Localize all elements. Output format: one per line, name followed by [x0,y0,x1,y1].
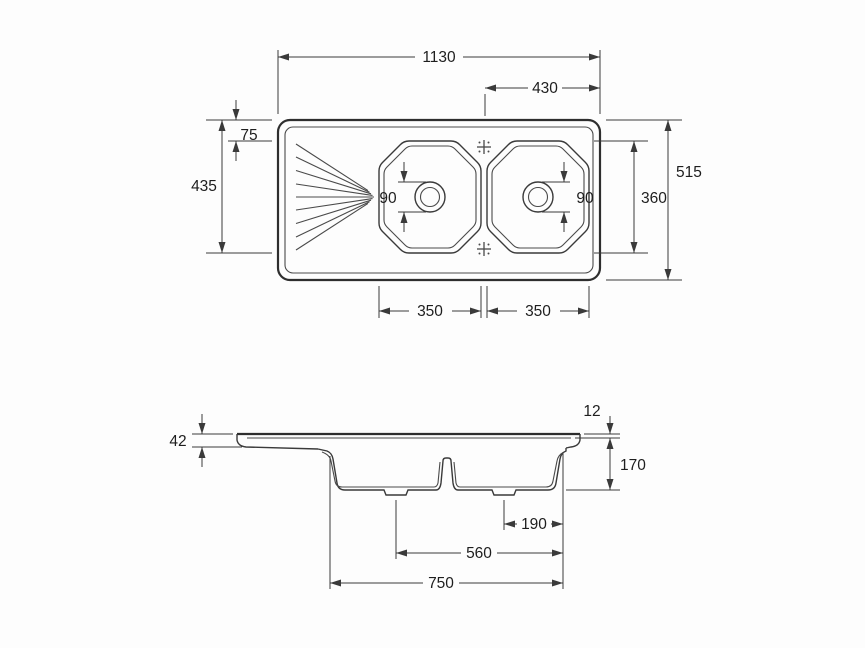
dim-bowl-depth-side: 170 [620,457,646,474]
right-underside [565,434,581,449]
dim-overall-width: 1130 [422,49,456,66]
bowl-section-outer [317,448,567,496]
drainboard-ribs [295,143,374,251]
left-drain-inner [419,186,441,208]
taphole-mark-bottom [477,242,491,256]
right-drain-inner [527,186,549,208]
left-bowl-inner [383,145,477,249]
dim-drain-left: 90 [379,190,397,207]
dim-right-offset: 430 [532,80,558,97]
dim-drain-to-wall: 190 [521,516,547,533]
right-drain-outer [522,181,554,213]
top-view [276,118,602,282]
dim-basin-length: 750 [428,575,454,592]
right-bowl-outer [486,140,590,254]
right-bowl [486,140,590,254]
dim-top-inset: 75 [240,127,257,144]
side-view [236,432,581,496]
dim-bowl-depth-top: 360 [641,190,667,207]
left-bowl-outer [378,140,482,254]
dim-bowl-right-width: 350 [525,303,551,320]
dim-rim-lip: 12 [583,403,600,420]
bowl-section-inner-right [453,451,565,488]
left-drain-outer [414,181,446,213]
bowl-section-inner-left [321,451,441,488]
left-underside [236,434,319,450]
dim-drain-right: 90 [576,190,594,207]
sink-outline [276,118,602,282]
sink-inner-rim [284,126,594,274]
dim-overall-depth: 515 [676,164,702,181]
top-view-dimensions: 1130 430 75 435 515 360 90 90 350 350 [191,49,702,320]
taphole-mark-top [477,140,491,154]
side-view-dimensions: 42 12 170 190 560 750 [169,403,646,592]
dim-drain-spacing: 560 [466,545,492,562]
dim-edge-height: 42 [169,433,186,450]
dim-left-depth: 435 [191,178,217,195]
left-bowl [378,140,482,254]
right-bowl-inner [491,145,585,249]
dim-bowl-left-width: 350 [417,303,443,320]
